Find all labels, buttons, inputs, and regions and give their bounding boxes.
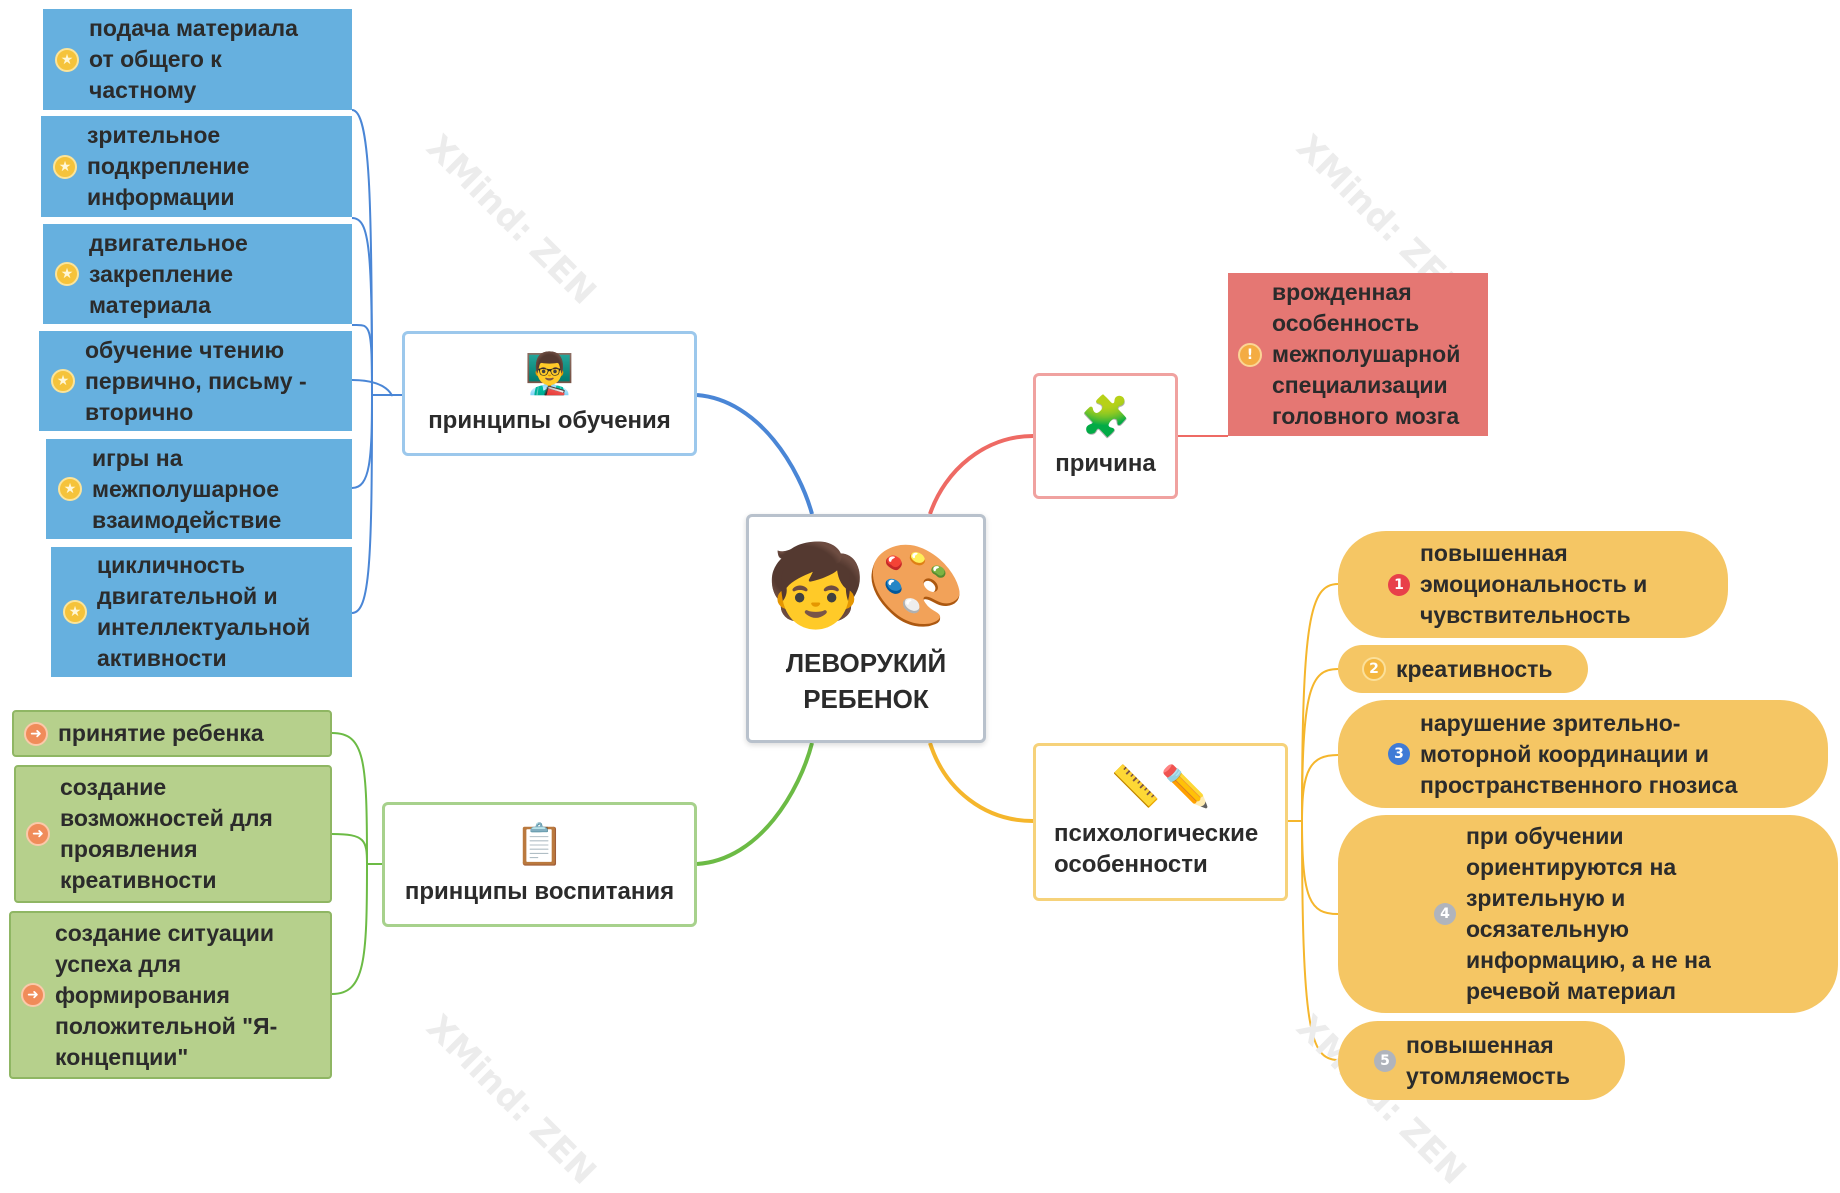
priority-2-icon: 2 — [1362, 657, 1386, 681]
upbringing-item[interactable]: ➜ создание ситуации успеха для формирова… — [9, 911, 332, 1079]
psych-item-label: повышенная утомляемость — [1406, 1031, 1570, 1089]
star-icon: ★ — [63, 600, 87, 624]
psych-item-label: креативность — [1396, 655, 1553, 682]
branch-line-cause — [928, 434, 1034, 515]
upbringing-item-label: создание ситуации успеха для формировани… — [55, 919, 278, 1070]
psych-item-label: при обучении ориентируются на зрительную… — [1466, 823, 1711, 1004]
learning-item[interactable]: ★ игры на межполушарное взаимодействие — [46, 439, 352, 539]
topic-psych-label: психологические особенности — [1054, 820, 1259, 878]
upbringing-item-label: принятие ребенка — [58, 720, 264, 746]
branch-line-psych — [928, 742, 1034, 823]
ruler-pencil-icon: 📏✏️ — [1110, 765, 1211, 809]
topic-upbringing[interactable]: 📋 принципы воспитания — [382, 802, 697, 927]
branch-line-learning — [696, 393, 814, 515]
learning-item[interactable]: ★ подача материала от общего к частному — [43, 9, 352, 110]
cause-item-label: врожденная особенность межполушарной спе… — [1272, 279, 1461, 429]
learning-item-label: игры на межполушарное взаимодействие — [92, 444, 282, 533]
learning-item-label: двигательное закрепление материала — [89, 229, 248, 318]
priority-1-icon: 1 — [1388, 573, 1410, 596]
learning-item-label: цикличность двигательной и интеллектуаль… — [97, 552, 311, 671]
arrow-right-icon: ➜ — [21, 983, 45, 1007]
psych-item[interactable]: 2 креативность — [1338, 645, 1588, 693]
upbringing-item[interactable]: ➜ принятие ребенка — [12, 710, 332, 757]
upbringing-item[interactable]: ➜ создание возможностей для проявления к… — [14, 765, 332, 903]
psych-item-label: нарушение зрительно- моторной координаци… — [1420, 709, 1738, 798]
priority-4-icon: 4 — [1434, 903, 1456, 925]
psych-item[interactable]: 5 повышенная утомляемость — [1338, 1021, 1625, 1100]
topic-upbringing-label: принципы воспитания — [404, 878, 675, 905]
topic-learning-label: принципы обучения — [428, 407, 671, 434]
topic-cause[interactable]: 🧩 причина — [1033, 373, 1178, 499]
topic-psych[interactable]: 📏✏️ психологические особенности — [1033, 743, 1288, 901]
left-handed-child-drawing-icon: 🧒🎨 — [766, 540, 966, 630]
psych-item[interactable]: 3 нарушение зрительно- моторной координа… — [1338, 700, 1828, 808]
learning-item-label: обучение чтению первично, письму - втори… — [85, 336, 307, 425]
priority-3-icon: 3 — [1388, 743, 1410, 765]
star-icon: ★ — [55, 47, 79, 72]
learning-item[interactable]: ★ цикличность двигательной и интеллектуа… — [51, 547, 352, 677]
teacher-icon: 👨‍🏫 — [524, 352, 575, 396]
central-topic[interactable]: 🧒🎨 ЛЕВОРУКИЙ РЕБЕНОК — [746, 514, 986, 743]
psych-item[interactable]: 1 повышенная эмоциональность и чувствите… — [1338, 531, 1728, 638]
cause-item[interactable]: ! врожденная особенность межполушарной с… — [1228, 273, 1488, 436]
connector-lines — [331, 109, 1339, 1061]
central-topic-label: ЛЕВОРУКИЙ РЕБЕНОК — [785, 647, 947, 714]
topic-learning[interactable]: 👨‍🏫 принципы обучения — [402, 331, 697, 456]
star-icon: ★ — [55, 262, 79, 286]
priority-5-icon: 5 — [1374, 1049, 1396, 1072]
arrow-right-icon: ➜ — [26, 822, 50, 846]
arrow-right-icon: ➜ — [24, 721, 48, 746]
learning-item[interactable]: ★ двигательное закрепление материала — [43, 224, 352, 324]
topic-cause-label: причина — [1055, 449, 1156, 477]
star-icon: ★ — [58, 477, 82, 501]
checklist-icon: 📋 — [514, 823, 565, 867]
upbringing-item-label: создание возможностей для проявления кре… — [60, 774, 273, 893]
branch-line-upbringing — [696, 742, 814, 866]
puzzle-icon: 🧩 — [1080, 394, 1131, 439]
star-icon: ★ — [51, 369, 75, 393]
psych-item[interactable]: 4 при обучении ориентируются на зрительн… — [1338, 815, 1838, 1013]
exclamation-icon: ! — [1238, 342, 1262, 367]
learning-item-label: зрительное подкрепление информации — [87, 122, 250, 210]
learning-item-label: подача материала от общего к частному — [89, 15, 298, 103]
learning-item[interactable]: ★ обучение чтению первично, письму - вто… — [39, 331, 352, 431]
psych-item-label: повышенная эмоциональность и чувствитель… — [1420, 540, 1648, 628]
learning-item[interactable]: ★ зрительное подкрепление информации — [41, 116, 352, 217]
star-icon: ★ — [53, 154, 77, 179]
